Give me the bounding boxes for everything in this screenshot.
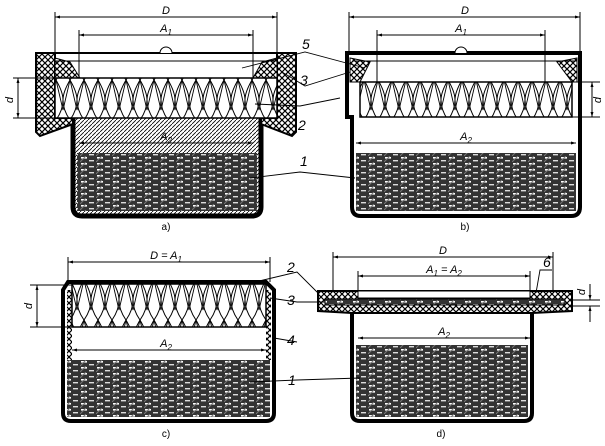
dim-A2: A2 [159, 338, 172, 352]
foam-layer [359, 81, 573, 118]
callout-5: 5 [302, 36, 310, 52]
dim-d: d [592, 96, 604, 103]
callout-2: 2 [297, 117, 306, 133]
dim-A2: A2 [437, 326, 450, 340]
panel-d: D A1 = A2 A2 d 6 d) [317, 245, 600, 440]
dim-A1: A1 [454, 23, 467, 37]
callouts-bottom: 2 3 4 1 [249, 259, 361, 388]
panel-c: D = A1 A2 d c) [23, 250, 276, 440]
panel-a: D A1 A2 d a) [4, 5, 297, 233]
liquid-fill [77, 153, 257, 211]
dim-d: d [23, 302, 35, 309]
dim-D: D [439, 245, 447, 257]
knob [454, 46, 468, 54]
callout-4: 4 [287, 332, 295, 348]
liquid-fill [356, 153, 576, 211]
dim-A1: A1 [159, 23, 172, 37]
dim-D: D [461, 5, 469, 17]
caption-b: b) [461, 222, 470, 233]
caption-c: c) [162, 429, 170, 440]
dim-D-A1: D = A1 [150, 250, 182, 264]
dim-A2: A2 [159, 131, 172, 145]
callout-3: 3 [300, 72, 308, 88]
callout-1: 1 [288, 372, 296, 388]
callout-3: 3 [287, 292, 295, 308]
dim-D: D [162, 5, 170, 17]
callout-1: 1 [300, 153, 308, 169]
liquid-fill [356, 345, 528, 417]
callout-6: 6 [543, 254, 551, 270]
panel-b: D A1 A2 d b) [345, 5, 604, 233]
liquid-fill [67, 360, 270, 417]
knob [159, 46, 173, 54]
caption-a: a) [162, 222, 171, 233]
foam-layer [54, 77, 278, 119]
dim-A1-A2: A1 = A2 [425, 264, 462, 278]
callouts-top: 5 3 2 1 [241, 36, 366, 179]
dim-A2: A2 [459, 131, 472, 145]
callout-2: 2 [286, 259, 295, 275]
caption-d: d) [437, 429, 446, 440]
dim-d: d [4, 96, 16, 103]
dim-d: d [576, 288, 588, 295]
foam-layer [71, 283, 267, 328]
